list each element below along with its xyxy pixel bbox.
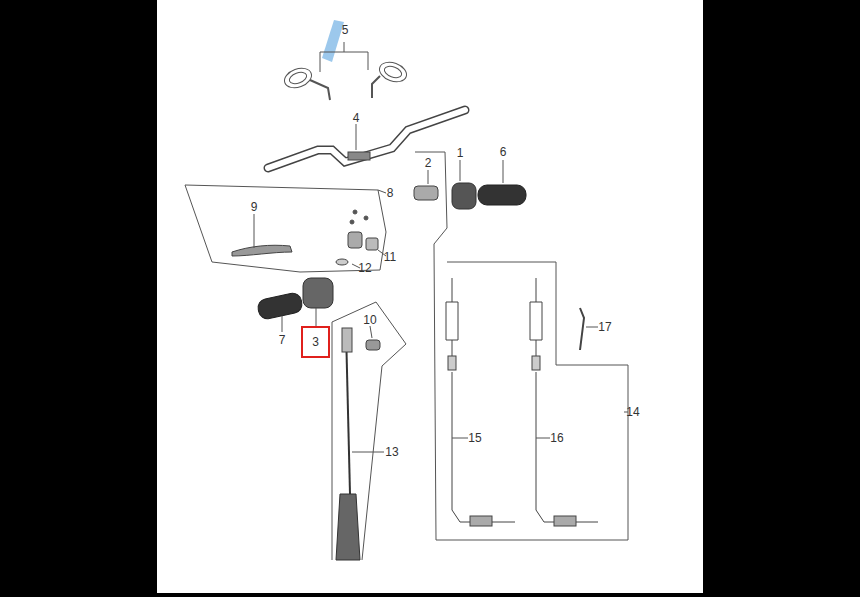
callout-number: 9	[251, 201, 258, 213]
callout-number: 11	[384, 251, 396, 263]
callout-number: 10	[363, 314, 376, 326]
callout-number: 3	[303, 336, 328, 348]
callout-number: 4	[353, 112, 360, 124]
callout-number: 2	[425, 157, 432, 169]
callout-number: 16	[550, 432, 563, 444]
callout-number: 14	[626, 406, 639, 418]
callout-number: 17	[598, 321, 611, 333]
highlight-box: 3	[301, 326, 330, 358]
callout-number: 6	[500, 146, 507, 158]
callout-number: 12	[358, 262, 371, 274]
callout-number: 1	[457, 147, 464, 159]
callout-number: 15	[468, 432, 481, 444]
callout-number: 13	[385, 446, 398, 458]
callout-number: 5	[342, 24, 349, 36]
callout-number: 8	[387, 187, 394, 199]
page-ground	[157, 0, 703, 593]
callout-number: 7	[279, 334, 286, 346]
